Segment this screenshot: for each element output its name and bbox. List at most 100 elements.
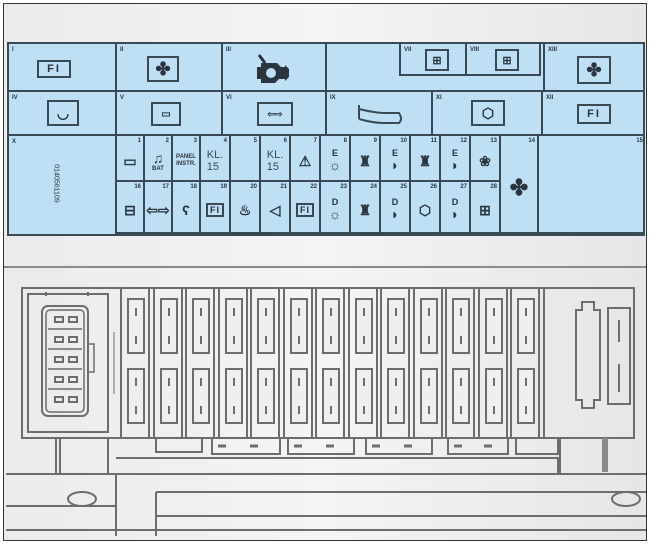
fuel-injection-icon: FI xyxy=(291,188,319,232)
relay-cell-II: II ✤ xyxy=(117,44,223,92)
fuse-slot[interactable] xyxy=(354,298,373,354)
seat-icon: ♜ xyxy=(418,152,432,169)
relay-number: IX xyxy=(330,95,336,101)
relay-number: XII xyxy=(546,95,554,101)
fuse-slot[interactable] xyxy=(419,368,438,424)
fuse-slot[interactable] xyxy=(192,368,210,424)
fuse-number: 7 xyxy=(313,138,317,144)
relay-cell-III: III xyxy=(223,44,327,92)
fuse-label: KL.15 xyxy=(206,149,224,173)
relay-number: III xyxy=(226,47,232,53)
fuse-number: 19 xyxy=(220,184,227,190)
fuse-number: 13 xyxy=(490,138,497,144)
fuse-slot[interactable] xyxy=(159,368,178,424)
connector-pin xyxy=(54,396,64,403)
wiper-icon: ◡ xyxy=(47,100,79,126)
fuse-slot-column xyxy=(510,288,540,438)
relay-number: IV xyxy=(12,95,18,101)
fuse-slot[interactable] xyxy=(322,368,340,424)
fuse-slot[interactable] xyxy=(289,298,308,354)
relay-number: X xyxy=(12,139,17,145)
relay-number: VI xyxy=(226,95,232,101)
relay-cell-IV: IV ◡ xyxy=(9,92,117,136)
fuse-slot[interactable] xyxy=(322,298,340,354)
relay-cell-VI: VI ⇦⇨ xyxy=(223,92,327,136)
relay-cell-V: V ▭ xyxy=(117,92,223,136)
fuse-cell-13: 13❀ xyxy=(471,136,501,182)
fuse-slot[interactable] xyxy=(354,368,373,424)
relay-cell-XIII: XIII ✤ xyxy=(543,44,645,92)
fog-light-icon: E☼ xyxy=(328,148,342,173)
fuse-slot[interactable] xyxy=(289,368,308,424)
fuse-number: 26 xyxy=(430,184,437,190)
fuse-slot[interactable] xyxy=(192,298,210,354)
fuse-label: KL.15 xyxy=(266,149,284,173)
engine-icon xyxy=(251,52,291,86)
fuse-slot[interactable] xyxy=(387,298,405,354)
relay-number: XI xyxy=(436,95,442,101)
relay-cell-XII: XII FI xyxy=(543,92,645,136)
fuse-number: 12 xyxy=(460,138,467,144)
fuse-slot[interactable] xyxy=(387,368,405,424)
oil-can-icon: ♨ xyxy=(238,201,252,218)
fuse-slot[interactable] xyxy=(257,298,275,354)
fuse-slot-column xyxy=(445,288,475,438)
fuse-cell-28: 28⊞ xyxy=(471,182,501,234)
fuse-number: 23 xyxy=(340,184,347,190)
fuse-slot[interactable] xyxy=(517,368,535,424)
fuse-cell-20: 20 ♨ xyxy=(231,182,261,234)
fuse-cell-26: 26⬡ xyxy=(411,182,441,234)
fuse-slot[interactable] xyxy=(127,298,145,354)
relay-cell-IX: IX xyxy=(327,92,433,136)
fuse-slot[interactable] xyxy=(257,368,275,424)
fuse-slot-column xyxy=(282,288,313,438)
fuse-slot-column xyxy=(120,288,150,438)
fuse-number: 17 xyxy=(162,184,169,190)
fuse-number: 18 xyxy=(190,184,197,190)
fuse-slot[interactable] xyxy=(452,298,470,354)
fuse-slot[interactable] xyxy=(224,368,243,424)
fuse-slot[interactable] xyxy=(517,298,535,354)
fan-icon: ✤ xyxy=(577,56,611,84)
fuse-number: 6 xyxy=(283,138,287,144)
fuse-cell-21: 21◁ xyxy=(261,182,291,234)
headlight-icon: D◗ xyxy=(390,197,400,222)
fuse-cell-24: 24♜ xyxy=(351,182,381,234)
fuse-slot[interactable] xyxy=(484,298,503,354)
fuse-number: 20 xyxy=(250,184,257,190)
fuse-cell-15: 15 xyxy=(539,136,645,234)
fuse-cell-17: 17⇦⇨ xyxy=(145,182,173,234)
fuse-slot[interactable] xyxy=(452,368,470,424)
fuse-slot[interactable] xyxy=(127,368,145,424)
fuse-number: 15 xyxy=(636,138,643,144)
fuse-slot[interactable] xyxy=(484,368,503,424)
connector-pin xyxy=(68,396,78,403)
fuse-slot[interactable] xyxy=(419,298,438,354)
fuse-slot[interactable] xyxy=(224,298,243,354)
relay-number: VII xyxy=(404,47,412,53)
fuse-slot-column xyxy=(380,288,410,438)
connector-pin xyxy=(68,336,78,343)
fuse-slot[interactable] xyxy=(159,298,178,354)
connector-pin xyxy=(68,356,78,363)
relay-cell-I: I FI xyxy=(9,44,117,92)
headlight-icon: E◗ xyxy=(390,148,400,173)
fuse-slot-column xyxy=(250,288,280,438)
relay-group-VII-VIII: VII ⊞ VIII ⊞ xyxy=(327,44,543,92)
seat-icon: ♜ xyxy=(358,152,372,169)
fog-light-icon: D☼ xyxy=(328,197,342,222)
fuse-number: 24 xyxy=(370,184,377,190)
housing-edge xyxy=(4,266,646,268)
fuse-box-outline xyxy=(6,287,646,536)
fuse-number: 16 xyxy=(134,184,141,190)
rear-defroster-icon: ▭ xyxy=(151,102,181,126)
fuse-number: 27 xyxy=(460,184,467,190)
